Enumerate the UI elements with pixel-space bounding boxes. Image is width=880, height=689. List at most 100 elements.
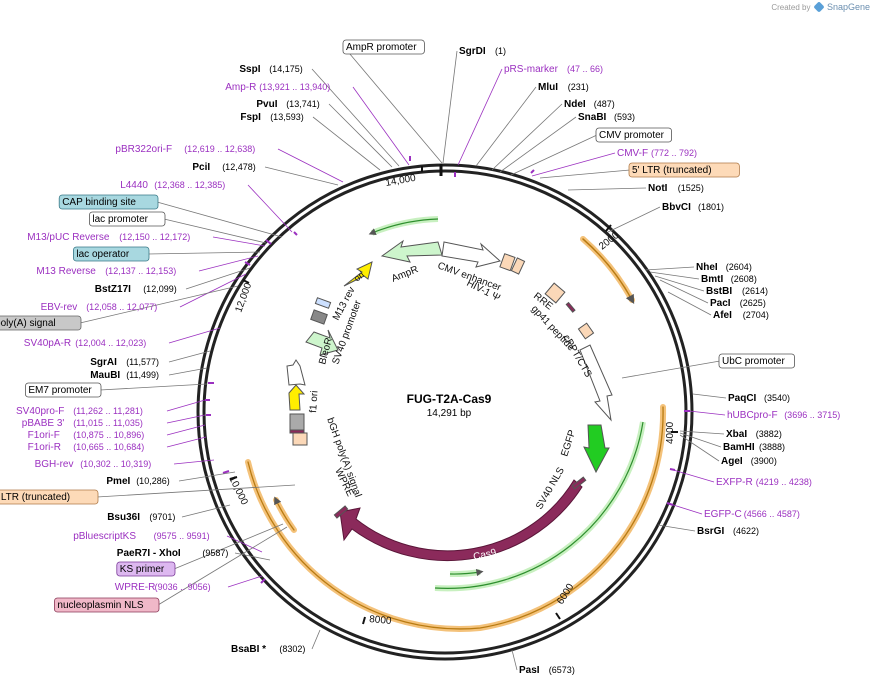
annotation-agei[interactable]: AgeI(3900) xyxy=(721,456,777,467)
leader-pbabe-3 xyxy=(166,414,206,424)
annotation-exfp-r[interactable]: EXFP-R(4219 .. 4238) xyxy=(716,477,812,488)
annotation-mlui[interactable]: MluI(231) xyxy=(538,82,589,93)
annotation-bstbi[interactable]: BstBI(2614) xyxy=(706,286,768,297)
annotation-afei[interactable]: AfeI(2704) xyxy=(713,310,769,321)
leader-hubcpro-f xyxy=(688,410,726,416)
annotation-paer7i-xhoi[interactable]: PaeR7I - XhoI (9587) xyxy=(117,548,229,559)
annotation-sspi[interactable]: SspI(14,175) xyxy=(239,64,302,75)
annotation-noti[interactable]: NotI(1525) xyxy=(648,183,704,194)
annotation-maubi[interactable]: MauBI(11,499) xyxy=(90,370,159,381)
leader-ampr-promoter xyxy=(343,46,443,164)
leader-ubc-promoter xyxy=(621,360,721,379)
leader-egfp-c xyxy=(666,502,703,515)
annotation-nucleoplasmin-nls[interactable]: nucleoplasmin NLS xyxy=(54,597,160,613)
box-ks-primer xyxy=(116,561,176,577)
annotation-nhei[interactable]: NheI(2604) xyxy=(696,262,752,273)
annotation-paqci[interactable]: PaqCI(3540) xyxy=(728,393,790,404)
pos-sv40pro-f: (11,262 .. 11,281) xyxy=(73,406,143,416)
pos-bbvci: (1801) xyxy=(698,202,724,212)
pos-pbr322ori-f: (12,619 .. 12,638) xyxy=(184,144,255,154)
name-ebv-rev: EBV-rev xyxy=(41,302,78,313)
annotation-wpre-r[interactable]: WPRE-R(9036 .. 9056) xyxy=(115,582,211,593)
annotation-pbluescriptks[interactable]: pBluescriptKS(9575 .. 9591) xyxy=(73,531,209,542)
annotation-bsrgi[interactable]: BsrGI(4622) xyxy=(697,526,759,537)
annotation-bamhi[interactable]: BamHI(3888) xyxy=(723,442,785,453)
name-cmv-f: CMV-F xyxy=(617,148,648,159)
annotation-snabi[interactable]: SnaBI(593) xyxy=(578,112,635,123)
leader-cap-binding-site xyxy=(156,201,283,238)
annotation-pbr322ori-f[interactable]: pBR322ori-F(12,619 .. 12,638) xyxy=(115,144,255,155)
name-paqci: PaqCI xyxy=(728,393,757,404)
annotation-pmei[interactable]: PmeI(10,286) xyxy=(106,476,169,487)
annotation-sv40-poly-a-signal[interactable]: SV40 poly(A) signal xyxy=(0,315,82,331)
leader-paci xyxy=(659,279,709,304)
annotation-ebv-rev[interactable]: EBV-rev(12,058 .. 12,077) xyxy=(41,302,158,313)
leader-bamhi xyxy=(679,432,722,448)
leader-5-ltr-truncated xyxy=(539,169,631,179)
pos-prs-marker: (47 .. 66) xyxy=(567,64,603,74)
annotation-egfp-c[interactable]: EGFP-C(4566 .. 4587) xyxy=(704,509,800,520)
pos-paer7i-xhoi: (9587) xyxy=(202,548,228,558)
pos-egfp-c: (4566 .. 4587) xyxy=(744,509,800,519)
annotation-ks-primer[interactable]: KS primer xyxy=(116,561,176,577)
annotation-fspi[interactable]: FspI(13,593) xyxy=(240,112,303,123)
leader-sgrai xyxy=(168,350,211,363)
annotation-cmv-promoter[interactable]: CMV promoter xyxy=(595,127,672,143)
annotation-ubc-promoter[interactable]: UbC promoter xyxy=(718,353,795,369)
name-bstz17i: BstZ17I xyxy=(95,284,131,295)
annotation-paci[interactable]: PacI(2625) xyxy=(710,298,766,309)
name-mlui: MluI xyxy=(538,82,558,93)
annotation-bsabi[interactable]: BsaBI *(8302) xyxy=(231,644,305,655)
name-paer7i-xhoi: PaeR7I - XhoI xyxy=(117,548,181,559)
annotation-xbai[interactable]: XbaI(3882) xyxy=(726,429,782,440)
annotation-l4440[interactable]: L4440(12,368 .. 12,385) xyxy=(120,180,225,191)
green-arcs xyxy=(368,216,646,592)
leader-snabi xyxy=(499,116,577,173)
leader-ndei xyxy=(491,103,563,171)
annotation-m13-puc-reverse[interactable]: M13/pUC Reverse(12,150 .. 12,172) xyxy=(27,232,190,243)
leader-wpre-r xyxy=(227,575,263,588)
annotation-lac-promoter[interactable]: lac promoter xyxy=(89,211,166,227)
leader-amp-r xyxy=(352,86,410,166)
annotation-m13-reverse[interactable]: M13 Reverse(12,137 .. 12,153) xyxy=(36,266,176,277)
annotation-em7-promoter[interactable]: EM7 promoter xyxy=(24,382,102,398)
annotation-sgrdi[interactable]: SgrDI(1) xyxy=(459,46,506,57)
annotation-bbvci[interactable]: BbvCI(1801) xyxy=(662,202,724,213)
annotation-hubcpro-f[interactable]: hUBCpro-F(3696 .. 3715) xyxy=(727,410,840,421)
annotation-pvui[interactable]: PvuI(13,741) xyxy=(256,99,319,110)
annotation-prs-marker[interactable]: pRS-marker(47 .. 66) xyxy=(504,64,603,75)
annotation-f1ori-r[interactable]: F1ori-R(10,665 .. 10,684) xyxy=(28,442,145,453)
pos-bsrgi: (4622) xyxy=(733,526,759,536)
box-cap-binding-site xyxy=(58,194,159,210)
annotation-ampr-promoter[interactable]: AmpR promoter xyxy=(342,39,425,55)
leader-m13-puc-reverse xyxy=(212,236,266,247)
annotation-bgh-rev[interactable]: BGH-rev(10,302 .. 10,319) xyxy=(35,459,152,470)
annotation-bmti[interactable]: BmtI(2608) xyxy=(701,274,757,285)
annotation-lac-operator[interactable]: lac operator xyxy=(73,246,150,262)
annotation-pasi[interactable]: PasI(6573) xyxy=(519,665,575,676)
annotation-5-ltr-truncated[interactable]: 5' LTR (truncated) xyxy=(0,489,99,505)
pos-bamhi: (3888) xyxy=(759,442,785,452)
annotation-5-ltr-truncated[interactable]: 5' LTR (truncated) xyxy=(628,162,740,178)
annotation-pcii[interactable]: PciI(12,478) xyxy=(192,162,255,173)
annotation-sgrai[interactable]: SgrAI(11,577) xyxy=(90,357,159,368)
annotation-sv40pa-r[interactable]: SV40pA-R(12,004 .. 12,023) xyxy=(24,338,146,349)
leader-bsu36i xyxy=(181,504,231,518)
leader-cmv-f xyxy=(531,152,616,177)
annotation-cap-binding-site[interactable]: CAP binding site xyxy=(58,194,159,210)
annotation-cmv-f[interactable]: CMV-F(772 .. 792) xyxy=(617,148,697,159)
name-cap-binding-site: CAP binding site xyxy=(62,197,136,208)
annotation-sv40pro-f[interactable]: SV40pro-F(11,262 .. 11,281) xyxy=(16,406,143,417)
annotation-bsu36i[interactable]: Bsu36I(9701) xyxy=(107,512,175,523)
annotation-pbabe-3[interactable]: pBABE 3'(11,015 .. 11,035) xyxy=(22,418,143,429)
annotation-f1ori-f[interactable]: F1ori-F(10,875 .. 10,896) xyxy=(28,430,145,441)
pos-pmei: (10,286) xyxy=(136,476,170,486)
annotation-bstz17i[interactable]: BstZ17I(12,099) xyxy=(95,284,177,295)
leader-maubi xyxy=(168,367,208,376)
annotation-amp-r[interactable]: Amp-R(13,921 .. 13,940) xyxy=(225,82,330,93)
pos-paci: (2625) xyxy=(740,298,766,308)
annotation-ndei[interactable]: NdeI(487) xyxy=(564,99,615,110)
pos-pasi: (6573) xyxy=(549,665,575,675)
name-maubi: MauBI xyxy=(90,370,120,381)
leader-sv40pro-f xyxy=(166,399,206,412)
